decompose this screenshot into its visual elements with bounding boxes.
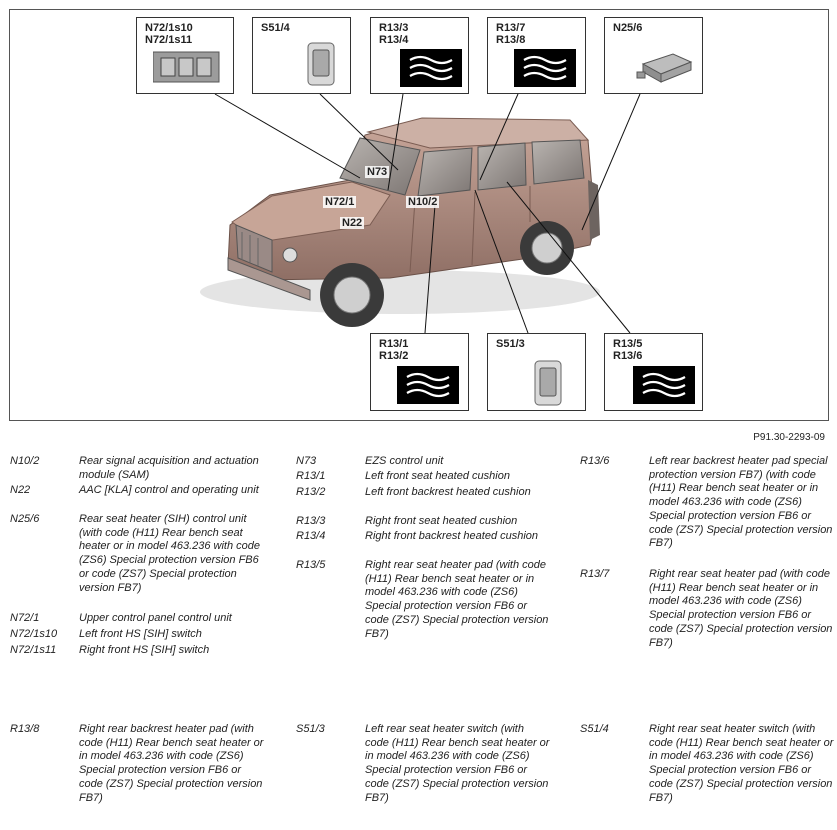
legend-code: N72/1 — [10, 612, 40, 624]
legend-code: R13/6 — [580, 455, 610, 467]
legend-description: Left rear backrest heater pad special pr… — [649, 455, 833, 550]
legend-code: N72/1s11 — [10, 644, 57, 656]
legend-description: Left rear seat heater switch (with code … — [365, 723, 550, 804]
legend-code: R13/7 — [580, 568, 610, 580]
legend-description: Right front backrest heated cushion — [365, 530, 539, 542]
callout-label: S51/3 — [496, 338, 525, 350]
legend-description: EZS control unit — [365, 455, 444, 467]
callout-n72-1s10-s11: N72/1s10 N72/1s11 — [136, 17, 234, 94]
legend-code: N72/1s10 — [10, 628, 58, 640]
callout-label: S51/4 — [261, 22, 290, 34]
legend-code: S51/3 — [296, 723, 325, 735]
legend-description: Right rear backrest heater pad (with cod… — [79, 723, 264, 804]
heater-pad-icon — [514, 49, 576, 87]
component-location-figure: N72/1s10 N72/1s11 S51/4 R13/3 R13/4 R13/… — [9, 9, 829, 421]
heater-pad-icon — [633, 366, 695, 404]
legend-code: R13/3 — [296, 515, 326, 527]
callout-r13-7-r13-8: R13/7 R13/8 — [487, 17, 586, 94]
legend-description: Rear seat heater (SIH) control unit (wit… — [79, 513, 261, 594]
legend-description: AAC [KLA] control and operating unit — [79, 484, 259, 496]
car-label-n10-2: N10/2 — [406, 196, 440, 208]
legend-description: Left front backrest heated cushion — [365, 486, 531, 498]
legend-code: N73 — [296, 455, 317, 467]
callout-label: R13/1 R13/2 — [379, 338, 409, 362]
seat-heater-switch-image — [534, 360, 562, 406]
callout-label: R13/5 R13/6 — [613, 338, 643, 362]
figure-reference-code: P91.30-2293-09 — [753, 432, 825, 443]
switch-panel-image — [153, 51, 220, 83]
legend-description: Right front seat heated cushion — [365, 515, 518, 527]
callout-label: N25/6 — [613, 22, 643, 34]
legend-description: Rear signal acquisition and actuation mo… — [79, 455, 259, 481]
legend-description: Right rear seat heater pad (with code (H… — [649, 568, 833, 649]
car-label-n73: N73 — [365, 166, 390, 178]
seat-heater-switch-image — [307, 42, 335, 86]
car-label-n22: N22 — [340, 217, 365, 229]
callout-r13-5-r13-6: R13/5 R13/6 — [604, 333, 703, 411]
legend-description: Right front HS [SIH] switch — [79, 644, 210, 656]
callout-label: R13/7 R13/8 — [496, 22, 526, 46]
control-unit-image — [636, 53, 693, 83]
legend-code: R13/4 — [296, 530, 326, 542]
callout-r13-3-r13-4: R13/3 R13/4 — [370, 17, 469, 94]
callout-r13-1-r13-2: R13/1 R13/2 — [370, 333, 469, 411]
legend-description: Left front HS [SIH] switch — [79, 628, 202, 640]
legend-description: Left front seat heated cushion — [365, 470, 510, 482]
callout-n25-6: N25/6 — [604, 17, 703, 94]
legend-description: Right rear seat heater pad (with code (H… — [365, 559, 549, 640]
legend-code: N22 — [10, 484, 31, 496]
callout-s51-4: S51/4 — [252, 17, 351, 94]
callout-s51-3: S51/3 — [487, 333, 586, 411]
callout-label: N72/1s10 N72/1s11 — [145, 22, 193, 46]
legend-code: R13/1 — [296, 470, 326, 482]
heater-pad-icon — [400, 49, 462, 87]
legend-code: N25/6 — [10, 513, 40, 525]
legend-code: R13/2 — [296, 486, 326, 498]
legend-code: R13/8 — [10, 723, 40, 735]
legend-description: Right rear seat heater switch (with code… — [649, 723, 834, 804]
legend-code: N10/2 — [10, 455, 40, 467]
legend-code: R13/5 — [296, 559, 326, 571]
car-label-n72-1: N72/1 — [323, 196, 357, 208]
legend-code: S51/4 — [580, 723, 609, 735]
callout-label: R13/3 R13/4 — [379, 22, 409, 46]
heater-pad-icon — [397, 366, 459, 404]
legend-description: Upper control panel control unit — [79, 612, 232, 624]
